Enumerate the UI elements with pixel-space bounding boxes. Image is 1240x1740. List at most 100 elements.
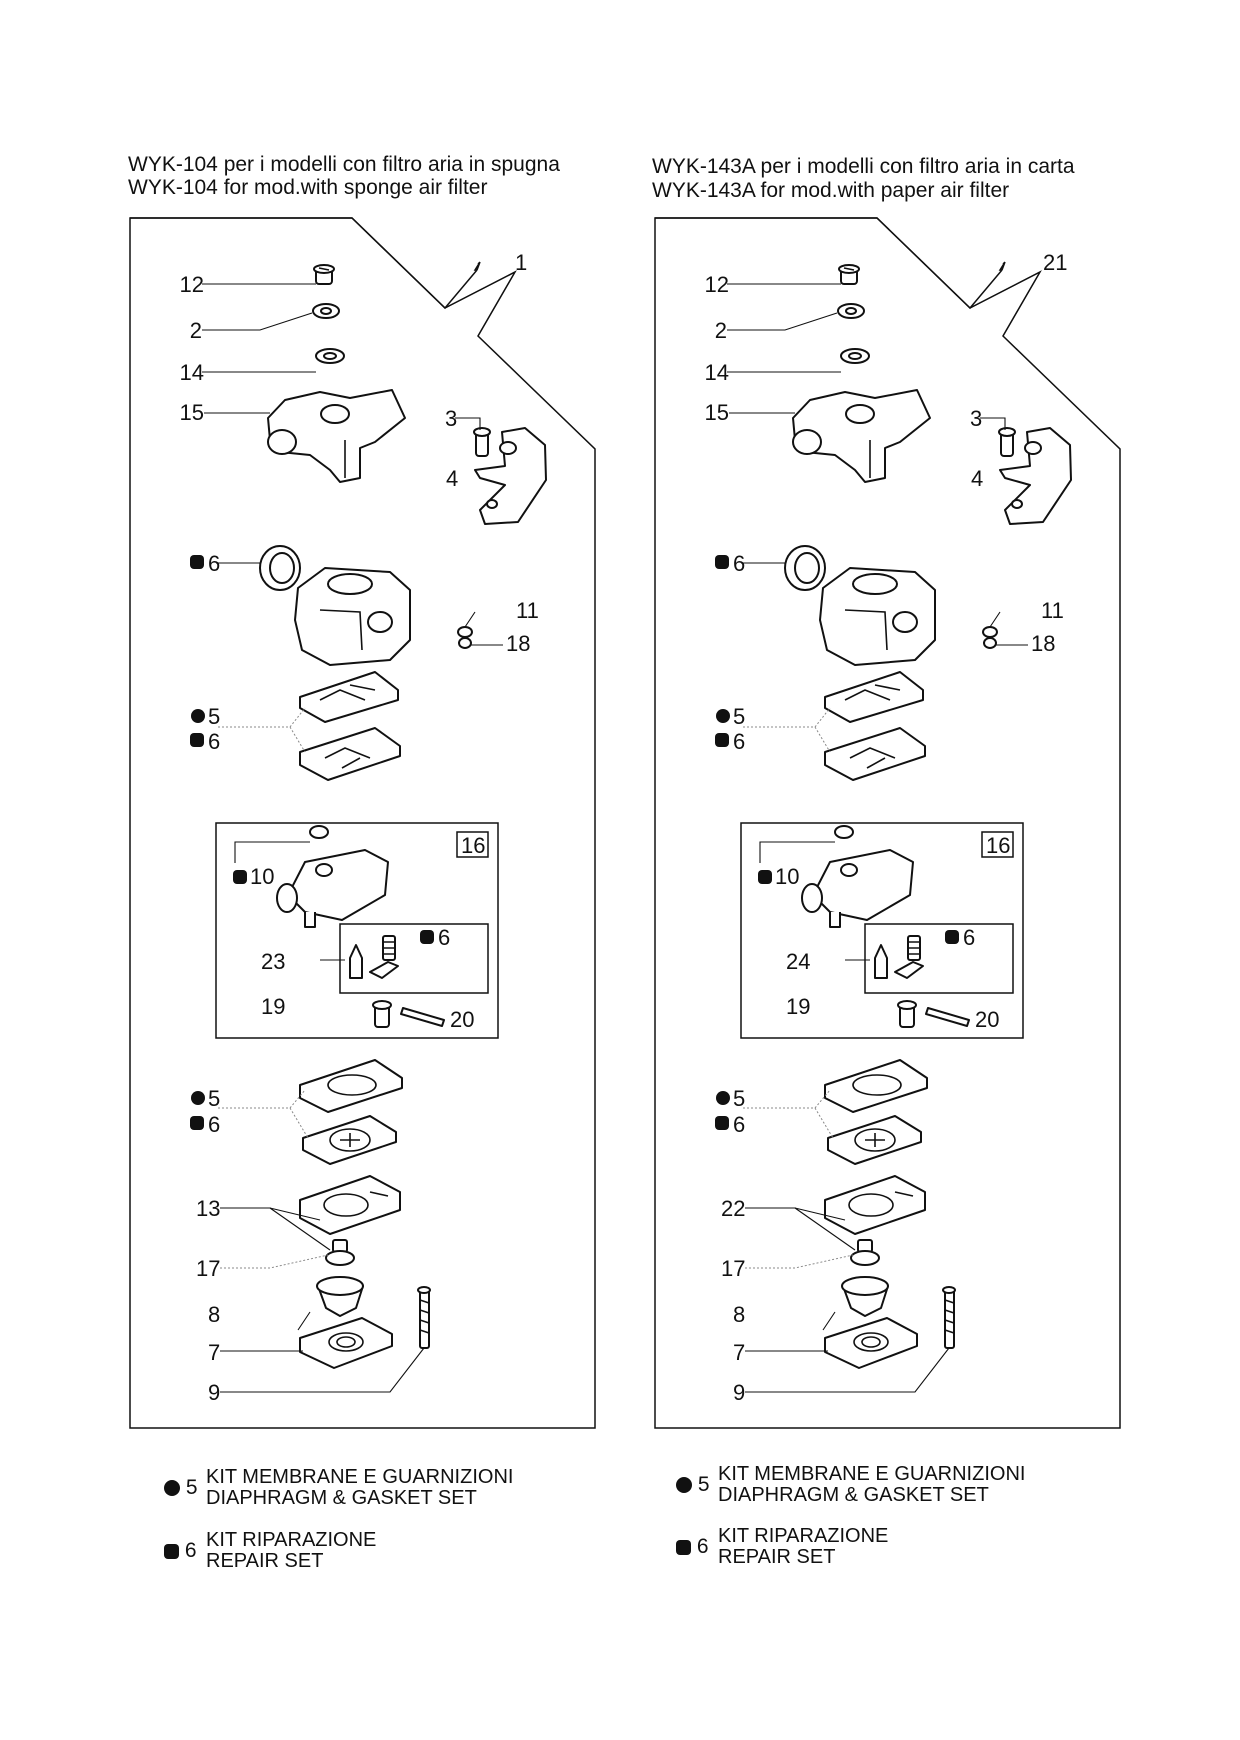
primer-bulb-8-r <box>841 1276 889 1317</box>
pin-20-r <box>925 1007 970 1027</box>
kit6-marker-e <box>190 1116 204 1130</box>
needle-11-18 <box>457 611 476 649</box>
callout-13: 13 <box>196 1196 220 1221</box>
screw-3 <box>473 427 491 457</box>
callout-6c-r: 6 <box>963 925 975 950</box>
kit5-symbol: 5 <box>164 1477 198 1498</box>
callout-4: 4 <box>446 466 458 491</box>
kit5-label-it: KIT MEMBRANE E GUARNIZIONI <box>206 1466 514 1488</box>
kit5-label-en: DIAPHRAGM & GASKET SET <box>206 1487 477 1509</box>
callout-14: 14 <box>180 360 204 385</box>
bracket-4 <box>474 427 547 525</box>
throttle-lever-15 <box>267 389 406 483</box>
callout-17: 17 <box>196 1256 220 1281</box>
callout-6a-r: 6 <box>733 551 745 576</box>
kit-6-subbox <box>339 923 489 994</box>
callout-3-r: 3 <box>970 406 982 431</box>
callout-10-r: 10 <box>775 864 799 889</box>
needle-lever <box>369 961 399 979</box>
left-exploded-view: 1 12 2 14 15 3 4 6 11 18 5 6 16 10 6 23 … <box>129 217 596 1429</box>
callout-19-r: 19 <box>786 994 810 1019</box>
callout-17-r: 17 <box>721 1256 745 1281</box>
right-exploded-view: 21 12 2 14 15 3 4 6 11 18 5 6 16 10 6 24… <box>654 217 1121 1429</box>
callout-9: 9 <box>208 1380 220 1405</box>
kit-16-tag <box>456 831 489 858</box>
kit6-marker-d-r <box>945 930 959 944</box>
check-valve-17-r <box>850 1239 880 1266</box>
kit6-symbol: 6 <box>164 1540 197 1561</box>
gasket-upper-a-r <box>824 671 924 723</box>
gasket-upper-b-r <box>824 727 926 781</box>
callout-8-r: 8 <box>733 1302 745 1327</box>
callout-20-r: 20 <box>975 1007 999 1032</box>
right-title-en: WYK-143A for mod.with paper air filter <box>652 179 1010 202</box>
gasket-lower-a <box>299 1059 403 1113</box>
needle-spring-r <box>907 935 921 961</box>
check-valve-17 <box>325 1239 355 1266</box>
callout-6d: 6 <box>208 1112 220 1137</box>
kit6-marker-c-r <box>758 870 772 884</box>
screw-12 <box>313 264 335 285</box>
washer-2 <box>312 303 340 319</box>
callout-2-r: 2 <box>715 318 727 343</box>
pump-body-10-r <box>801 825 914 928</box>
needle-spring <box>382 935 396 961</box>
assembly-leader <box>444 271 516 337</box>
carburetor-body <box>294 567 411 666</box>
left-title-it: WYK-104 per i modelli con filtro aria in… <box>128 153 560 176</box>
kit-16-tag-r <box>981 831 1014 858</box>
callout-5b: 5 <box>208 1086 220 1111</box>
callout-assembly: 1 <box>515 250 527 275</box>
throttle-lever-15-r <box>792 389 931 483</box>
callout-7-r: 7 <box>733 1340 745 1365</box>
seal-ring <box>259 545 301 591</box>
kit6-marker-b <box>190 733 204 747</box>
kit-16-box <box>215 822 499 1039</box>
kit5-marker-a <box>191 709 205 723</box>
callout-10: 10 <box>250 864 274 889</box>
seal-ring-r <box>784 545 826 591</box>
callout-15: 15 <box>180 400 204 425</box>
callout-6c: 6 <box>438 925 450 950</box>
kit6-marker-a <box>190 555 204 569</box>
screw-3-r <box>998 427 1016 457</box>
gasket-upper-a <box>299 671 399 723</box>
needle-11-18-r <box>982 611 1001 649</box>
primer-bulb-8 <box>316 1276 364 1317</box>
callout-8: 8 <box>208 1302 220 1327</box>
inlet-needle <box>349 944 363 979</box>
clip-14 <box>315 348 345 364</box>
screw-19 <box>372 1000 392 1028</box>
assembly-leader-r <box>969 271 1041 337</box>
callout-5a: 5 <box>208 704 220 729</box>
screw-9 <box>417 1286 431 1349</box>
carburetor-body-r <box>819 567 936 666</box>
needle-lever-r <box>894 961 924 979</box>
callout-18: 18 <box>506 631 530 656</box>
pump-body-10 <box>276 825 389 928</box>
bracket-4-r <box>999 427 1072 525</box>
screw-19-r <box>897 1000 917 1028</box>
inlet-needle-r <box>874 944 888 979</box>
callout-23-r: 24 <box>786 949 810 974</box>
screw-12-r <box>838 264 860 285</box>
bulb-cover-7 <box>299 1317 393 1369</box>
clip-14-r <box>840 348 870 364</box>
bulb-cover-7-r <box>824 1317 918 1369</box>
callout-12-r: 12 <box>705 272 729 297</box>
kit-6-subbox-r <box>864 923 1014 994</box>
kit6-marker-d <box>420 930 434 944</box>
callout-6d-r: 6 <box>733 1112 745 1137</box>
kit5-marker-b <box>191 1091 205 1105</box>
callout-14-r: 14 <box>705 360 729 385</box>
callout-19: 19 <box>261 994 285 1019</box>
callout-4-r: 4 <box>971 466 983 491</box>
callout-18-r: 18 <box>1031 631 1055 656</box>
callout-6b: 6 <box>208 729 220 754</box>
callout-15-r: 15 <box>705 400 729 425</box>
callout-6b-r: 6 <box>733 729 745 754</box>
callout-16-r: 16 <box>986 833 1010 858</box>
kit5-marker-a-r <box>716 709 730 723</box>
kit-16-box-r <box>740 822 1024 1039</box>
